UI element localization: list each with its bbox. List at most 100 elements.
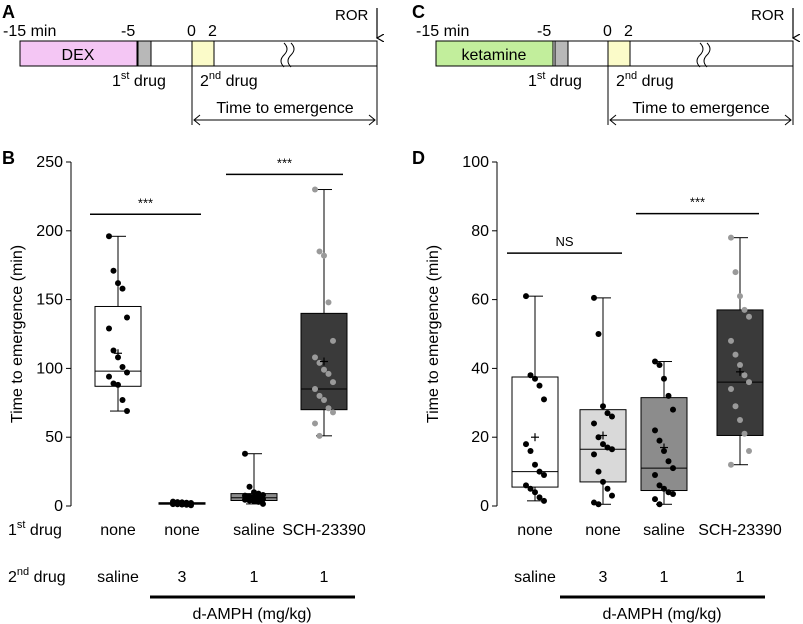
data-point bbox=[242, 450, 248, 457]
data-point bbox=[110, 267, 117, 274]
data-point bbox=[536, 382, 543, 389]
time-label-minus-15: -15 min bbox=[416, 23, 469, 40]
data-point bbox=[665, 392, 672, 399]
second-drug-annotation: 2nd drug bbox=[200, 70, 258, 90]
y-tick-label: 0 bbox=[54, 498, 63, 515]
data-point bbox=[656, 482, 663, 489]
first-drug-label: saline bbox=[643, 522, 685, 539]
data-point bbox=[595, 468, 602, 475]
data-point bbox=[652, 496, 658, 503]
first-drug-label: saline bbox=[233, 522, 275, 539]
data-point bbox=[746, 379, 752, 386]
data-point bbox=[665, 458, 672, 465]
data-point bbox=[124, 369, 130, 376]
panel-letter-a: A bbox=[2, 2, 15, 22]
data-point bbox=[325, 299, 332, 306]
data-point bbox=[670, 465, 676, 472]
y-tick-label: 80 bbox=[471, 223, 489, 240]
data-point bbox=[242, 492, 248, 499]
y-tick-label: 50 bbox=[45, 429, 63, 446]
data-point bbox=[737, 417, 743, 423]
first-drug-label: none bbox=[517, 522, 553, 539]
data-point bbox=[600, 441, 606, 448]
data-point bbox=[170, 501, 176, 508]
data-point bbox=[316, 392, 323, 399]
significance-label: *** bbox=[690, 195, 705, 210]
panel-letter-d: D bbox=[412, 148, 425, 168]
significance-label: *** bbox=[138, 195, 153, 210]
data-point bbox=[255, 498, 262, 505]
data-point bbox=[656, 361, 663, 368]
data-point bbox=[652, 358, 658, 365]
data-point bbox=[728, 337, 734, 344]
data-point bbox=[536, 468, 543, 475]
first-drug-label: SCH-23390 bbox=[282, 522, 366, 539]
data-point bbox=[591, 451, 597, 458]
data-point bbox=[321, 252, 327, 259]
second-drug-marker bbox=[607, 40, 631, 67]
data-point bbox=[330, 379, 336, 386]
panel-letter-c: C bbox=[412, 2, 425, 22]
data-point bbox=[591, 420, 597, 427]
second-drug-annotation: 2nd drug bbox=[616, 70, 674, 90]
first-drug-marker bbox=[137, 40, 152, 67]
emergence-arrowheads bbox=[609, 114, 792, 126]
data-point bbox=[532, 461, 538, 468]
data-point bbox=[746, 313, 752, 320]
drug-box bbox=[435, 40, 554, 67]
data-point bbox=[609, 446, 615, 453]
data-point bbox=[532, 489, 538, 496]
data-point bbox=[188, 502, 194, 509]
data-point bbox=[330, 409, 336, 416]
data-point bbox=[652, 472, 658, 479]
data-point bbox=[532, 375, 538, 382]
time-label-2: 2 bbox=[208, 23, 217, 40]
data-point bbox=[119, 397, 126, 404]
data-point bbox=[312, 186, 318, 193]
second-drug-label: saline bbox=[97, 569, 139, 586]
data-point bbox=[251, 489, 257, 496]
data-point bbox=[321, 397, 327, 404]
box-group bbox=[300, 186, 348, 439]
data-point bbox=[670, 406, 676, 413]
data-point bbox=[523, 441, 529, 448]
data-point bbox=[741, 372, 748, 379]
drug-box bbox=[19, 40, 138, 67]
axis-break-icon bbox=[280, 42, 295, 68]
data-point bbox=[536, 494, 543, 501]
box bbox=[94, 305, 142, 387]
panel-a: A -15 min -5 0 2 ROR DEX 1st drug 2nd dr… bbox=[2, 2, 377, 126]
data-point bbox=[732, 403, 739, 410]
panel-c: C -15 min -5 0 2 ROR ketamine 1st drug 2… bbox=[412, 2, 793, 126]
data-point bbox=[251, 498, 257, 505]
data-point bbox=[110, 380, 117, 387]
data-point bbox=[316, 248, 323, 255]
y-axis-label: Time to emergence (min) bbox=[9, 245, 26, 423]
data-point bbox=[119, 364, 126, 371]
significance-label: NS bbox=[555, 234, 573, 249]
first-drug-label: none bbox=[585, 522, 621, 539]
data-point bbox=[665, 489, 672, 496]
second-drug-label: 1 bbox=[736, 569, 745, 586]
time-label-minus-5: -5 bbox=[121, 23, 135, 40]
row-label-first-drug: 1st drug bbox=[8, 519, 62, 539]
y-tick-label: 100 bbox=[36, 360, 63, 377]
y-tick-label: 40 bbox=[471, 360, 489, 377]
data-point bbox=[541, 497, 547, 504]
data-point bbox=[652, 427, 658, 434]
data-point bbox=[609, 492, 615, 499]
data-point bbox=[330, 337, 336, 344]
box-group bbox=[158, 498, 206, 509]
second-drug-label: saline bbox=[514, 569, 556, 586]
ror-label: ROR bbox=[751, 7, 785, 24]
data-point bbox=[115, 381, 121, 388]
y-tick-label: 150 bbox=[36, 292, 63, 309]
data-point bbox=[246, 497, 253, 504]
data-point bbox=[661, 485, 667, 492]
data-point bbox=[260, 491, 266, 498]
significance-label: *** bbox=[277, 155, 292, 170]
data-point bbox=[523, 293, 529, 300]
data-point bbox=[312, 420, 318, 427]
data-point bbox=[312, 354, 318, 361]
